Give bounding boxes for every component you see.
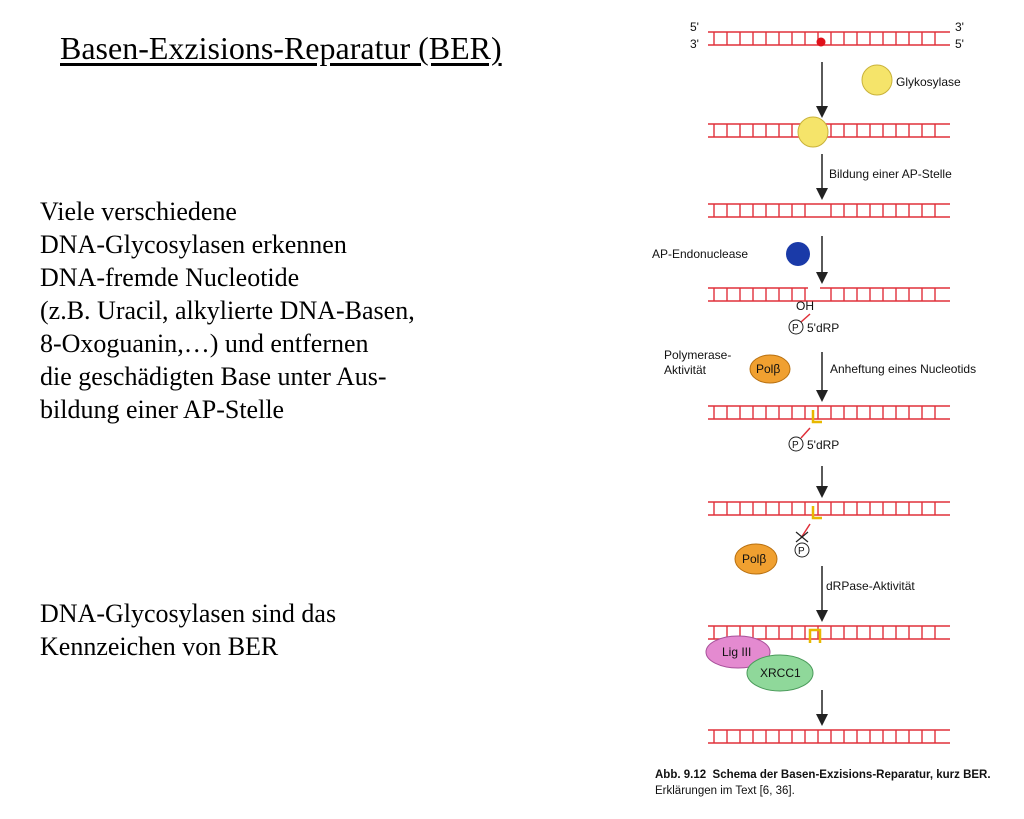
phosphate-group bbox=[788, 319, 804, 335]
text-line: die geschädigten Base unter Aus- bbox=[40, 362, 387, 391]
strand-end-3prime-right: 3' bbox=[955, 20, 964, 34]
text-line: Viele verschiedene bbox=[40, 197, 237, 226]
caption-text: Erklärungen im Text [6, 36]. bbox=[655, 785, 795, 797]
glykosylase-enzyme bbox=[861, 64, 893, 96]
text-line: DNA-Glycosylasen sind das bbox=[40, 599, 337, 628]
phosphate-group bbox=[788, 436, 804, 452]
ap-endonuclease-enzyme bbox=[786, 242, 810, 266]
strand-end-5prime-right: 5' bbox=[955, 37, 964, 51]
figure-caption: Abb. 9.12 Schema der Basen-Exzisions-Rep… bbox=[655, 767, 1015, 799]
pol-beta-label: Polβ bbox=[756, 362, 780, 376]
dna-duplex bbox=[708, 31, 950, 46]
new-nucleotide bbox=[811, 506, 822, 520]
glykosylase-label: Glykosylase bbox=[896, 75, 961, 89]
xrcc1-label: XRCC1 bbox=[760, 666, 801, 680]
ligase-iii-enzyme bbox=[705, 635, 771, 669]
strand-end-3prime-left: 3' bbox=[690, 37, 699, 51]
damaged-base-marker bbox=[816, 37, 826, 47]
drp-label: 5'dRP bbox=[807, 321, 839, 335]
new-nucleotide bbox=[808, 628, 822, 643]
dna-duplex bbox=[708, 123, 950, 138]
dna-duplex bbox=[708, 203, 950, 218]
drp-strand bbox=[800, 427, 811, 439]
text-line: bildung einer AP-Stelle bbox=[40, 395, 285, 424]
glykosylase-bound bbox=[797, 116, 829, 148]
pol-beta-enzyme bbox=[749, 354, 791, 384]
summary-paragraph: DNA-Glycosylasen sind das Kennzeichen vo… bbox=[40, 597, 336, 663]
pol-beta-label: Polβ bbox=[742, 552, 766, 566]
text-line: (z.B. Uracil, alkylierte DNA-Basen, bbox=[40, 296, 415, 325]
scissors-icon bbox=[795, 531, 809, 543]
oh-label: OH bbox=[796, 299, 814, 313]
polymerase-activity-label: Aktivität bbox=[664, 363, 707, 377]
text-line: DNA-fremde Nucleotide bbox=[40, 263, 300, 292]
ap-endonuclease-label: AP-Endonuclease bbox=[652, 247, 748, 261]
text-line: 8-Oxoguanin,…) und entfernen bbox=[40, 329, 369, 358]
text-line: Kennzeichen von BER bbox=[40, 632, 279, 661]
strand-end-5prime-left: 5' bbox=[690, 20, 699, 34]
text-line: DNA-Glycosylasen erkennen bbox=[40, 230, 347, 259]
phosphate-label: P bbox=[792, 323, 799, 334]
slide-title: Basen-Exzisions-Reparatur (BER) bbox=[60, 30, 502, 66]
lig3-label: Lig III bbox=[722, 645, 751, 659]
dna-duplex bbox=[708, 287, 950, 302]
polymerase-activity-label: Polymerase- bbox=[664, 348, 731, 362]
phosphate-label: P bbox=[798, 546, 805, 557]
new-nucleotide bbox=[811, 410, 822, 424]
description-paragraph: Viele verschiedene DNA-Glycosylasen erke… bbox=[40, 195, 415, 426]
drp-strand bbox=[800, 523, 811, 539]
caption-title: Schema der Basen-Exzisions-Reparatur, ku… bbox=[712, 769, 991, 781]
drpase-activity-label: dRPase-Aktivität bbox=[826, 579, 915, 593]
ber-pathway-diagram: 5' 3' 3' 5' Glykosylase Bildung einer AP… bbox=[652, 20, 976, 744]
drp-strand bbox=[800, 313, 811, 323]
caption-label: Abb. 9.12 bbox=[655, 769, 707, 781]
nucleotide-attachment-label: Anheftung eines Nucleotids bbox=[830, 362, 976, 376]
drp-label: 5'dRP bbox=[807, 438, 839, 452]
dna-duplex bbox=[708, 729, 950, 744]
dna-duplex bbox=[708, 405, 950, 420]
pol-beta-enzyme bbox=[734, 543, 778, 575]
ap-site-label: Bildung einer AP-Stelle bbox=[829, 167, 952, 181]
phosphate-label: P bbox=[792, 440, 799, 451]
xrcc1-protein bbox=[746, 654, 814, 692]
phosphate-group bbox=[794, 542, 810, 558]
dna-duplex bbox=[708, 501, 950, 516]
